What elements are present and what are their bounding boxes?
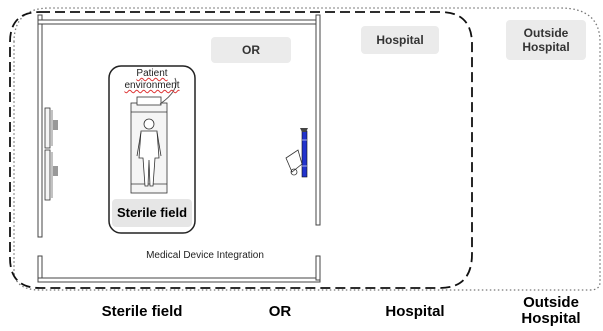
bottom-label-sterile-field: Sterile field: [101, 303, 183, 320]
patient-figure-icon: [136, 118, 162, 187]
bottom-label-outside-hospital: Outside Hospital: [521, 294, 581, 327]
hospital-zone-label: Hospital: [361, 26, 439, 54]
bottom-label-or: OR: [268, 303, 292, 320]
wall-cabinets-icon: [44, 107, 58, 201]
sterile-field-label: Sterile field: [112, 199, 192, 227]
anesthesia-arm-icon: [159, 77, 177, 105]
outside-hospital-boundary: [13, 7, 601, 291]
bottom-label-hospital: Hospital: [385, 303, 445, 320]
or-zone-label: OR: [211, 37, 291, 63]
medical-device-integration-label: Medical Device Integration: [146, 250, 264, 261]
patient-environment-box: [108, 65, 196, 234]
or-room-walls: [37, 14, 321, 283]
medical-device-icon: [285, 128, 308, 178]
patient-environment-label: Patient environment: [124, 68, 180, 91]
outside-hospital-zone-label: Outside Hospital: [506, 20, 586, 60]
